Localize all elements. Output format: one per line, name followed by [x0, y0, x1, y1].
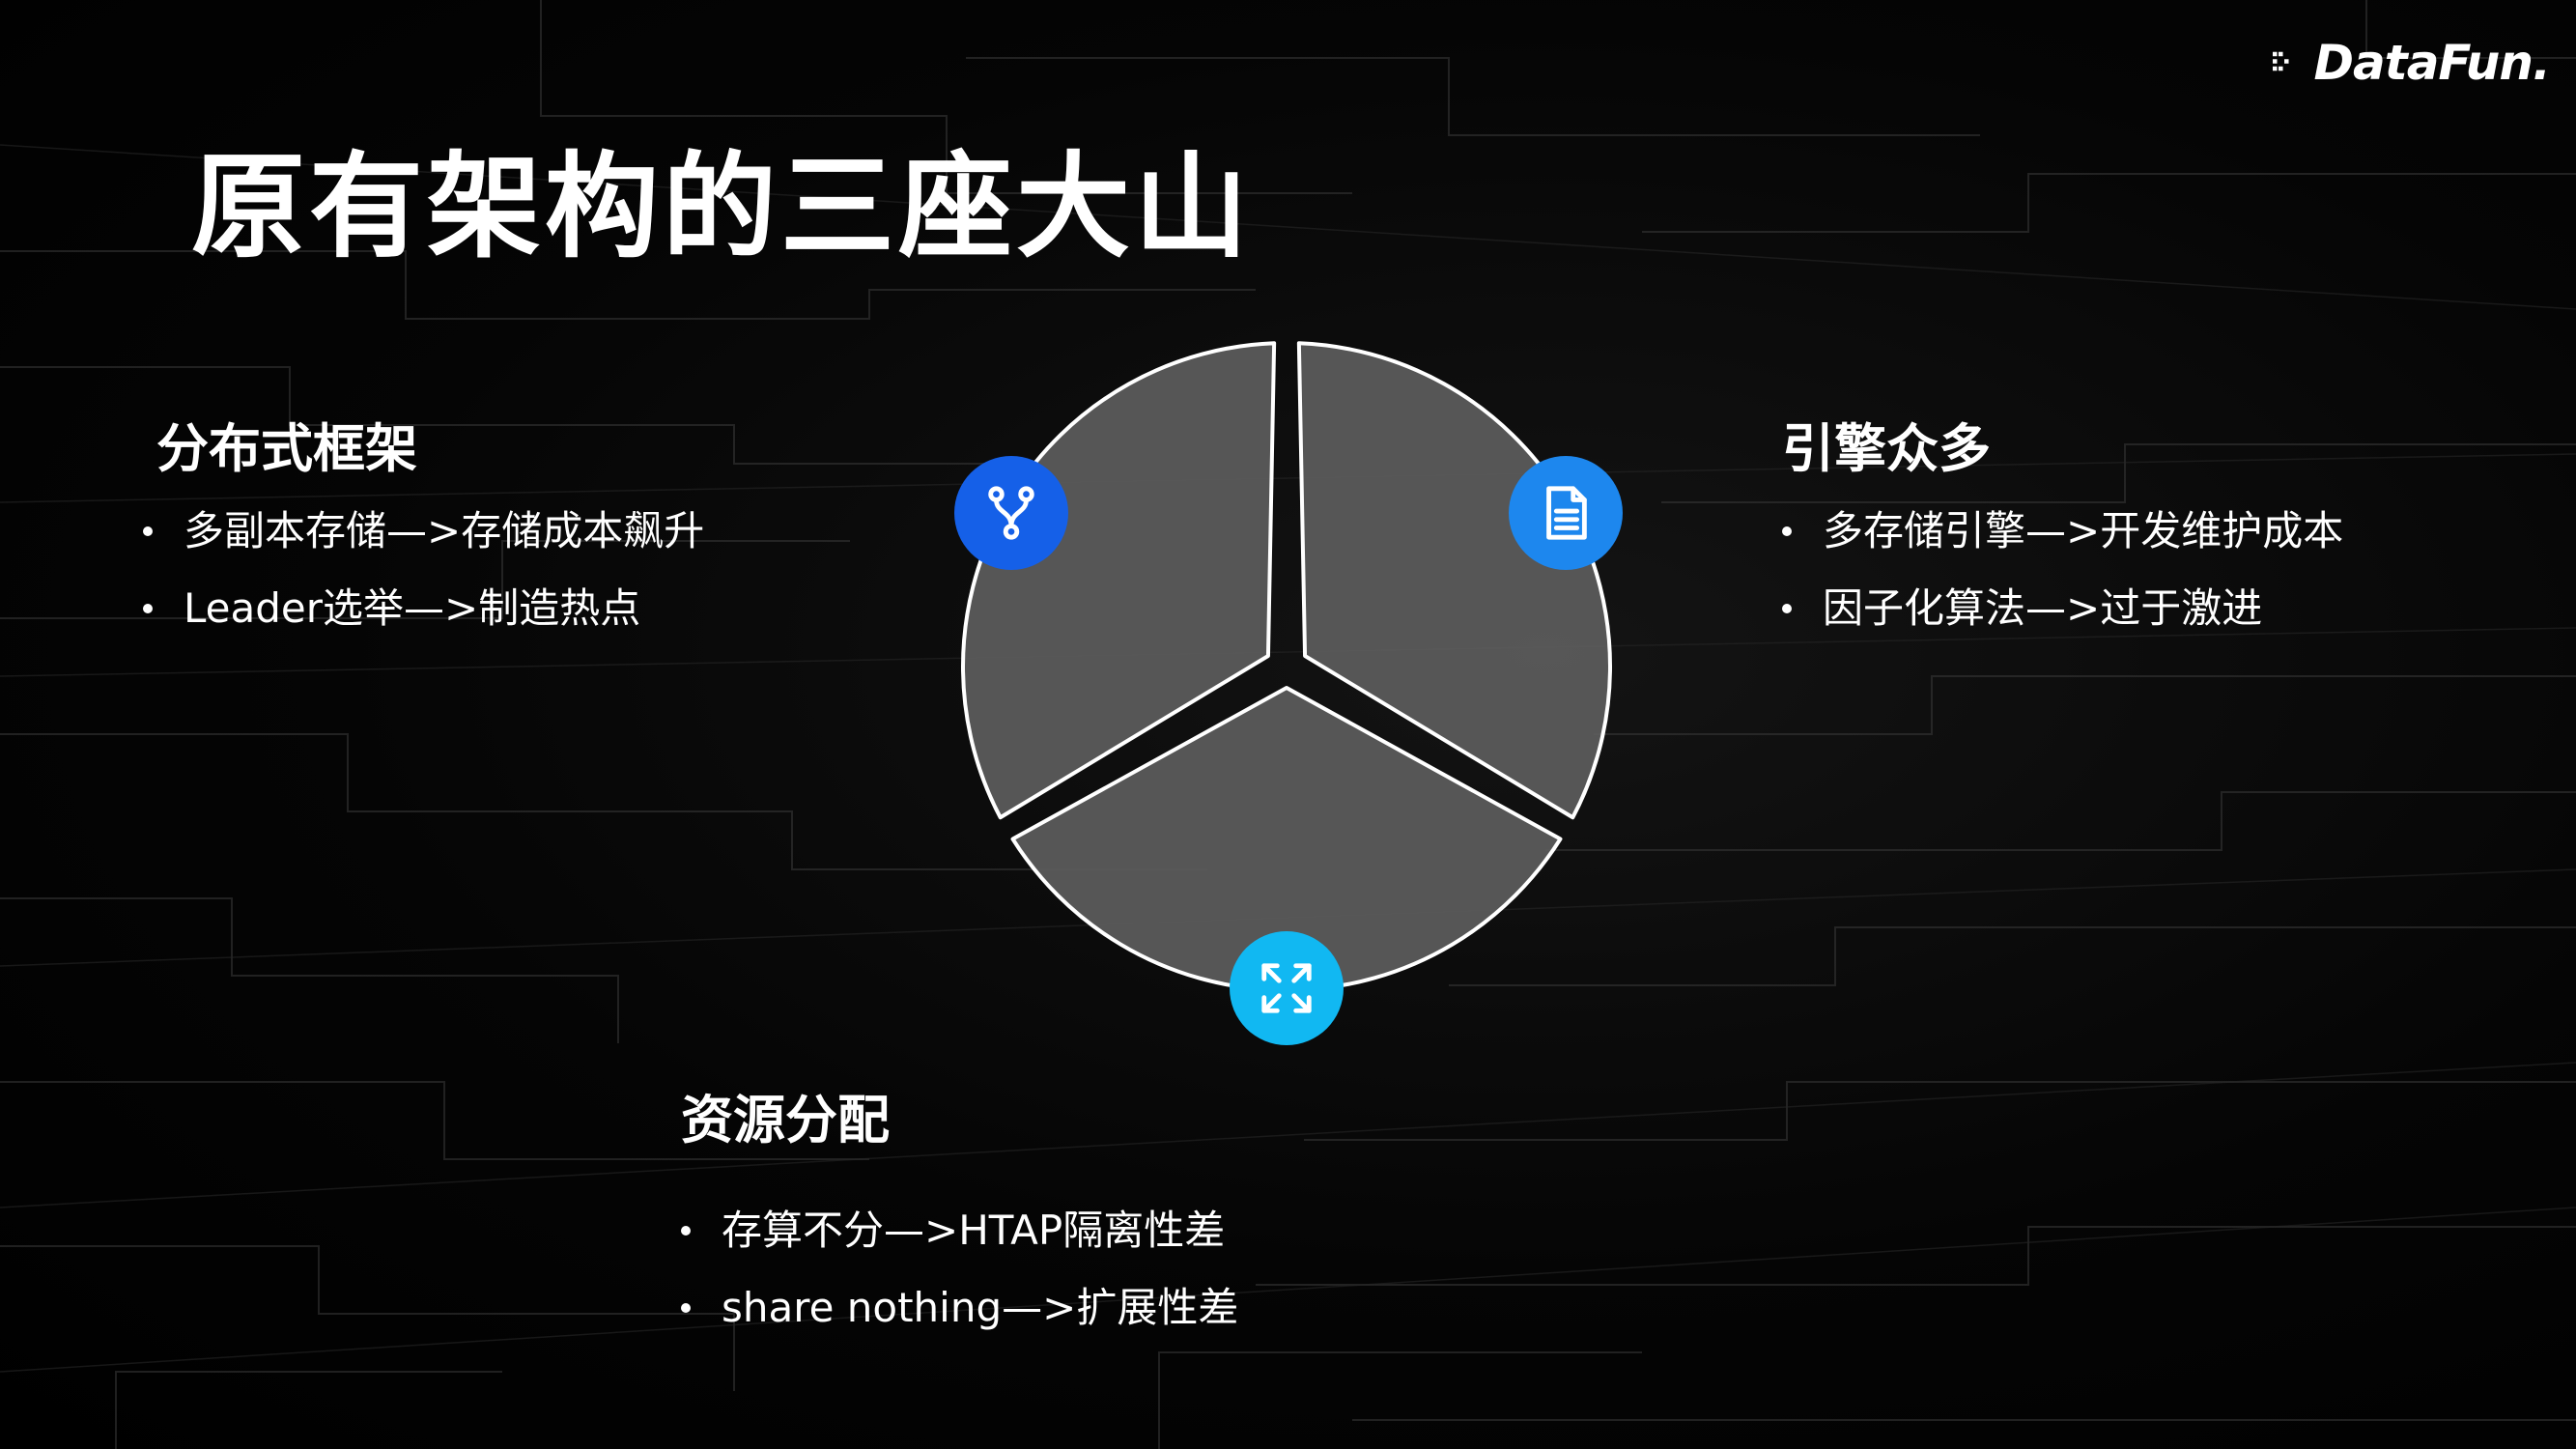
- page-title: 原有架构的三座大山: [191, 140, 1253, 273]
- bullet-text: 多存储引擎—>开发维护成本: [1823, 507, 2344, 554]
- bullet-text: share nothing—>扩展性差: [722, 1284, 1239, 1331]
- branch-icon: [988, 486, 1034, 540]
- document-icon: [1546, 486, 1587, 540]
- list-item: Leader选举—>制造热点: [143, 570, 704, 647]
- logo-mark-icon: [2273, 51, 2289, 71]
- branch-icon-badge: [954, 456, 1068, 570]
- heading-engines: 引擎众多: [1782, 418, 1991, 479]
- list-distributed: 多副本存储—>存储成本飙升 Leader选举—>制造热点: [143, 493, 704, 647]
- bullet-icon: [681, 1226, 691, 1236]
- bullet-icon: [681, 1303, 691, 1313]
- heading-distributed: 分布式框架: [156, 418, 417, 479]
- bullet-text: 存算不分—>HTAP隔离性差: [722, 1207, 1226, 1254]
- expand-icon: [1261, 963, 1312, 1013]
- list-engines: 多存储引擎—>开发维护成本 因子化算法—>过于激进: [1782, 493, 2343, 647]
- bullet-icon: [1782, 604, 1792, 613]
- bullet-icon: [143, 526, 153, 536]
- logo-text: DataFun.: [2313, 35, 2551, 91]
- bullet-icon: [1782, 526, 1792, 536]
- diagram-svg: [961, 341, 1612, 992]
- bullet-text: 多副本存储—>存储成本飙升: [184, 507, 705, 554]
- bullet-text: Leader选举—>制造热点: [184, 584, 641, 632]
- heading-resources: 资源分配: [681, 1090, 890, 1151]
- list-resources: 存算不分—>HTAP隔离性差 share nothing—>扩展性差: [681, 1192, 1238, 1347]
- three-segment-diagram: [947, 338, 1642, 1063]
- list-item: share nothing—>扩展性差: [681, 1269, 1238, 1347]
- document-icon-badge: [1509, 456, 1623, 570]
- list-item: 因子化算法—>过于激进: [1782, 570, 2343, 647]
- bullet-icon: [143, 604, 153, 613]
- list-item: 多副本存储—>存储成本飙升: [143, 493, 704, 570]
- bullet-text: 因子化算法—>过于激进: [1823, 584, 2263, 632]
- list-item: 多存储引擎—>开发维护成本: [1782, 493, 2343, 570]
- list-item: 存算不分—>HTAP隔离性差: [681, 1192, 1238, 1269]
- expand-icon-badge: [1230, 931, 1344, 1045]
- datafun-logo: DataFun.: [2270, 29, 2551, 97]
